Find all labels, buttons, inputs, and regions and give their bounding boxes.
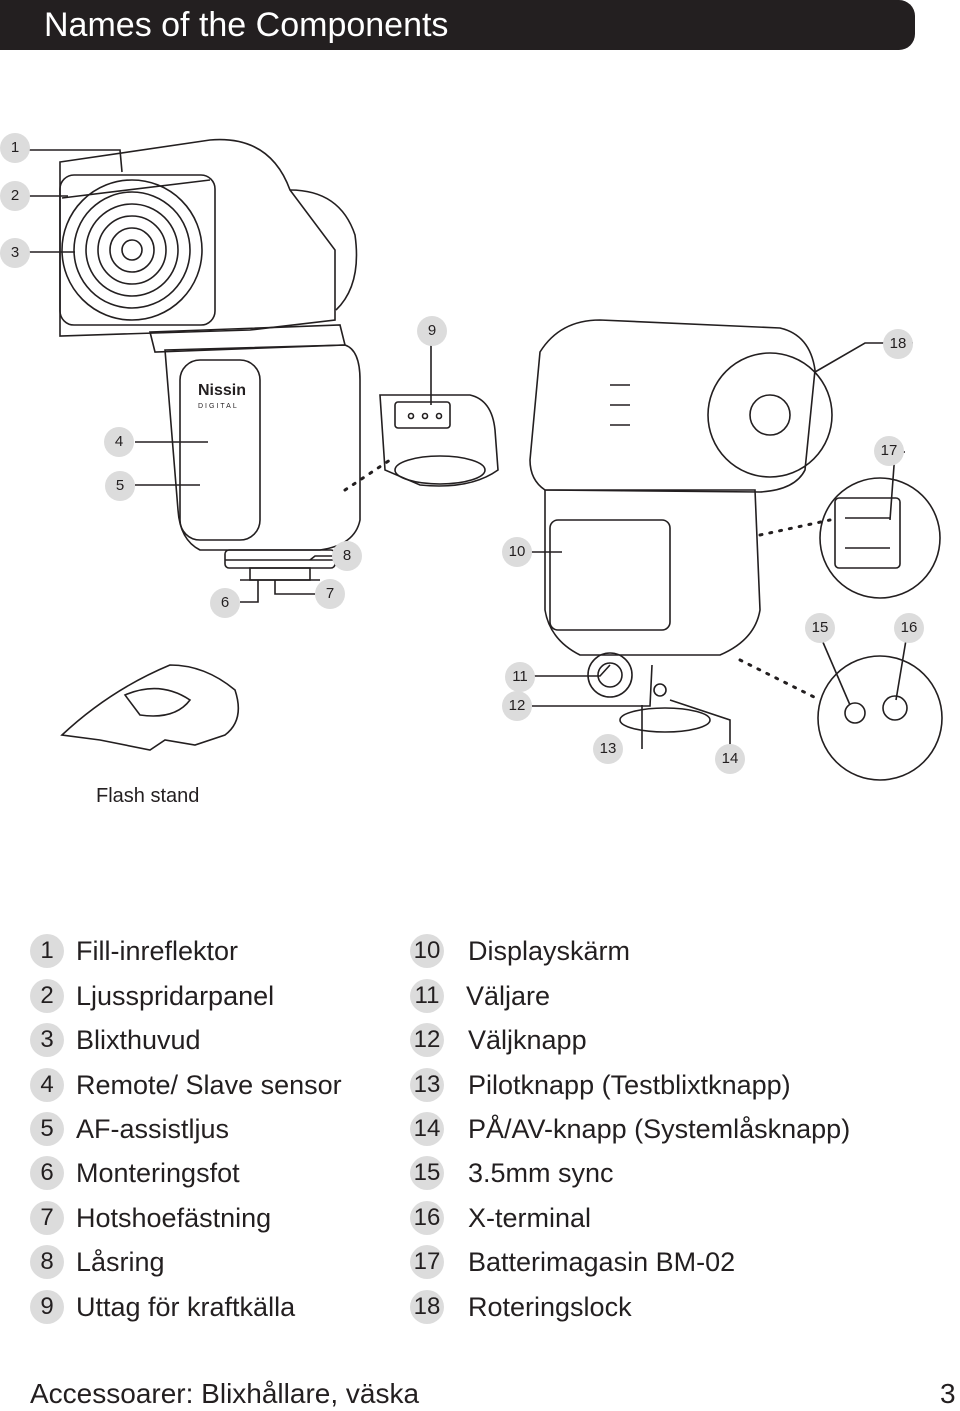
- callout-8: 8: [332, 541, 362, 571]
- callout-5: 5: [105, 471, 135, 501]
- flash-front-illustration: [59, 138, 361, 581]
- legend-number: 3: [30, 1023, 64, 1057]
- legend-label: Väljare: [466, 981, 551, 1011]
- callout-2: 2: [0, 181, 30, 211]
- flash-logo-sub: DIGITAL: [198, 403, 239, 410]
- flash-back-illustration: [529, 319, 833, 733]
- callout-6: 6: [210, 588, 240, 618]
- legend-label: Pilotknapp (Testblixtknapp): [468, 1070, 791, 1100]
- legend-number: 12: [410, 1023, 444, 1057]
- flash-stand-caption: Flash stand: [96, 785, 200, 807]
- legend-number: 1: [30, 934, 64, 968]
- legend-number: 10: [410, 934, 444, 968]
- legend-number: 17: [410, 1245, 444, 1279]
- legend-label: Uttag för kraftkälla: [76, 1292, 296, 1322]
- legend-number: 9: [30, 1290, 64, 1324]
- legend-number: 15: [410, 1156, 444, 1190]
- legend-number: 5: [30, 1112, 64, 1146]
- callout-3: 3: [0, 238, 30, 268]
- legend-number: 13: [410, 1068, 444, 1102]
- legend-number: 11: [410, 979, 444, 1013]
- callout-7: 7: [315, 579, 345, 609]
- legend-label: Hotshoefästning: [76, 1203, 272, 1233]
- legend-label: Displayskärm: [468, 936, 631, 966]
- legend-label: Batterimagasin BM-02: [468, 1247, 736, 1277]
- callout-11: 11: [505, 662, 535, 692]
- callout-18: 18: [883, 329, 913, 359]
- callout-16: 16: [894, 613, 924, 643]
- legend-label: 3.5mm sync: [468, 1158, 614, 1188]
- legend-number: 18: [410, 1290, 444, 1324]
- legend-number: 8: [30, 1245, 64, 1279]
- legend-number: 4: [30, 1068, 64, 1102]
- callout-15: 15: [805, 613, 835, 643]
- callout-4: 4: [104, 427, 134, 457]
- legend-label: AF-assistljus: [76, 1114, 230, 1144]
- legend-label: Fill-inreflektor: [76, 936, 239, 966]
- legend-label: X-terminal: [468, 1203, 592, 1233]
- legend-number: 16: [410, 1201, 444, 1235]
- flash-logo: Nissin: [198, 382, 246, 399]
- legend-label: Väljknapp: [468, 1025, 587, 1055]
- callout-9: 9: [417, 316, 447, 346]
- page-number: 3: [940, 1378, 956, 1409]
- page-title: Names of the Components: [44, 6, 449, 44]
- callout-10: 10: [502, 537, 532, 567]
- legend-label: Remote/ Slave sensor: [76, 1070, 342, 1100]
- callout-17: 17: [874, 436, 904, 466]
- legend-label: Låsring: [76, 1247, 165, 1277]
- legend-label: Monteringsfot: [76, 1158, 240, 1188]
- legend-label: PÅ/AV-knapp (Systemlåsknapp): [468, 1114, 851, 1144]
- header-bar: Names of the Components: [0, 0, 915, 50]
- accessories-note: Accessoarer: Blixhållare, väska: [30, 1378, 420, 1409]
- callout-13: 13: [593, 734, 623, 764]
- legend-label: Ljusspridarpanel: [76, 981, 275, 1011]
- callout-14: 14: [715, 744, 745, 774]
- callout-1: 1: [0, 133, 30, 163]
- legend-number: 14: [410, 1112, 444, 1146]
- legend-label: Blixthuvud: [76, 1025, 201, 1055]
- component-diagram: Nissin DIGITAL: [28, 138, 943, 781]
- legend-number: 2: [30, 979, 64, 1013]
- legend-number: 7: [30, 1201, 64, 1235]
- callout-12: 12: [502, 691, 532, 721]
- legend-number: 6: [30, 1156, 64, 1190]
- legend-label: Roteringslock: [468, 1292, 632, 1322]
- flash-stand-illustration: [60, 664, 240, 751]
